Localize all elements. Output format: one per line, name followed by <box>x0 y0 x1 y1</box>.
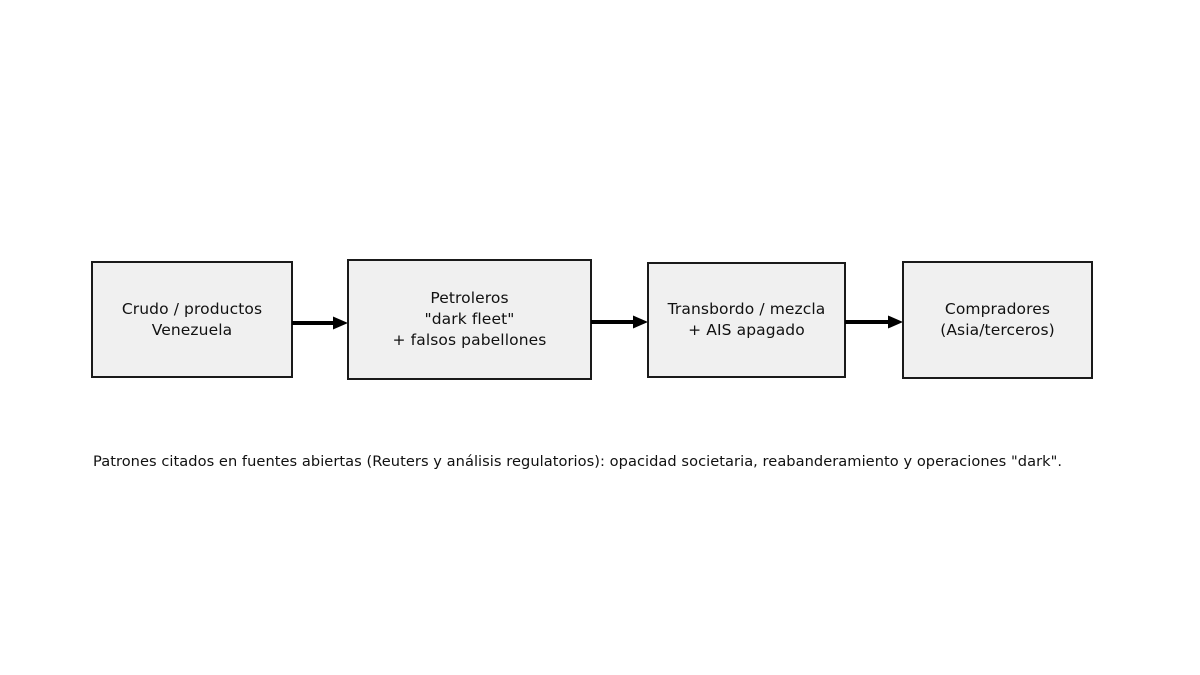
flow-node-compradores-label: Compradores (Asia/terceros) <box>940 300 1055 339</box>
flow-node-origen[interactable]: Crudo / productos Venezuela <box>91 261 293 378</box>
flow-arrow-transbordo-to-compradores <box>844 314 904 330</box>
flow-arrow-flota-to-transbordo <box>590 314 649 330</box>
flow-arrow-origen-to-flota <box>291 315 349 331</box>
flow-node-flota-label: Petroleros "dark fleet" + falsos pabello… <box>392 289 547 349</box>
arrow-right-icon <box>591 315 648 329</box>
arrow-right-icon <box>292 316 348 330</box>
diagram-caption: Patrones citados en fuentes abiertas (Re… <box>93 453 1063 470</box>
flow-node-transbordo[interactable]: Transbordo / mezcla + AIS apagado <box>647 262 846 378</box>
flow-node-origen-label: Crudo / productos Venezuela <box>121 299 263 339</box>
flow-node-transbordo-label: Transbordo / mezcla + AIS apagado <box>667 300 826 339</box>
flow-node-flota[interactable]: Petroleros "dark fleet" + falsos pabello… <box>347 259 592 380</box>
arrow-right-icon <box>845 315 903 329</box>
flow-node-compradores[interactable]: Compradores (Asia/terceros) <box>902 261 1093 379</box>
